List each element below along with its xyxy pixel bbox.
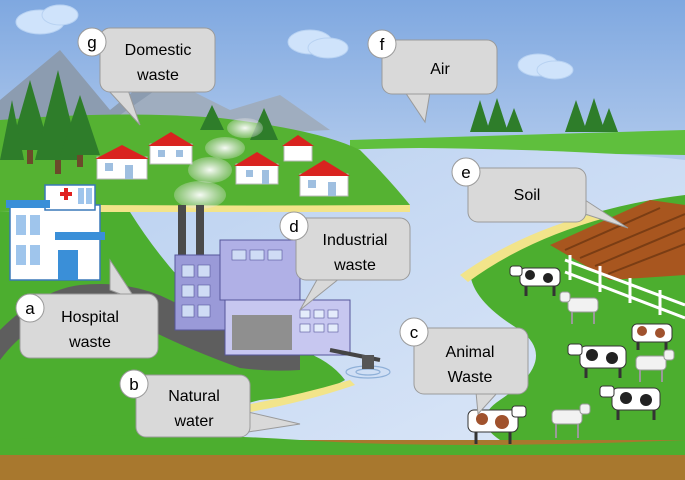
- callout-industrial-waste: d Industrial waste: [279, 211, 411, 311]
- hospital-building: [6, 184, 105, 281]
- callout-letter: d: [289, 217, 298, 236]
- callout-text: waste: [68, 334, 111, 351]
- smoke: [174, 118, 263, 209]
- animals: [467, 265, 675, 444]
- soil-plot: [550, 200, 685, 280]
- callout-text: waste: [136, 67, 179, 84]
- callout-letter: c: [410, 323, 419, 342]
- callout-text: Natural: [168, 388, 220, 405]
- ground-grass-bottom: [0, 435, 685, 455]
- hospital-shore: [245, 380, 355, 412]
- callout-text: Waste: [448, 369, 493, 386]
- callout-letter: a: [25, 299, 35, 318]
- callout-air: f Air: [367, 29, 498, 124]
- callout-letter: e: [461, 163, 470, 182]
- village-shore: [100, 205, 410, 212]
- callout-letter: f: [380, 35, 385, 54]
- forest-left: [0, 70, 278, 174]
- callout-text: Animal: [446, 344, 495, 361]
- callout-text: Hospital: [61, 309, 119, 326]
- clouds: [15, 4, 574, 80]
- farm-shore: [460, 212, 605, 282]
- callout-letter: g: [87, 33, 96, 52]
- callout-hospital-waste: a Hospital waste: [15, 258, 159, 359]
- callout-text: waste: [333, 257, 376, 274]
- callout-text: Industrial: [323, 232, 388, 249]
- callout-text: Air: [430, 61, 450, 78]
- factory-building: [174, 205, 381, 369]
- callout-letter: b: [129, 375, 138, 394]
- fence: [564, 255, 685, 320]
- callout-domestic-waste: g Domestic waste: [77, 27, 216, 126]
- callout-natural-water: b Natural water: [119, 369, 301, 438]
- houses: [95, 132, 350, 197]
- callout-soil: e Soil: [451, 157, 629, 229]
- callout-text: Soil: [514, 187, 541, 204]
- callout-text: Domestic: [125, 42, 192, 59]
- callout-animal-waste: c Animal Waste: [399, 317, 529, 416]
- forest-right: [470, 98, 618, 132]
- callout-text: water: [173, 413, 214, 430]
